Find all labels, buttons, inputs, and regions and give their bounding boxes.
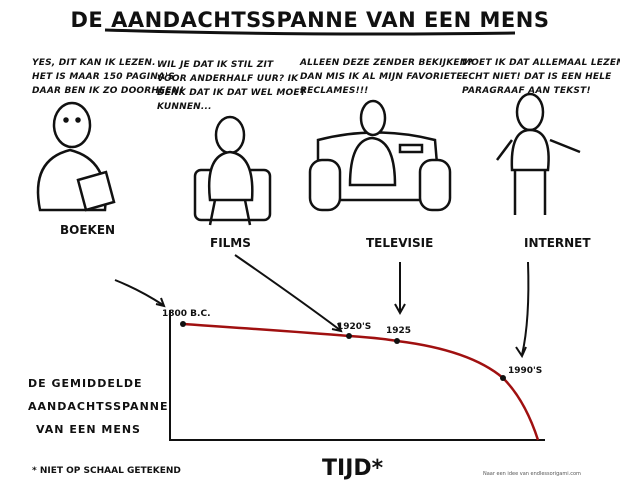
x-axis-label: TIJD* — [322, 456, 384, 481]
speech-televisie: ALLEEN DEZE ZENDER BEKIJKEN?DAN MIS IK A… — [300, 58, 473, 96]
tv-watcher-figure-icon — [308, 99, 452, 212]
label-films: FILMS — [210, 236, 251, 250]
credit: Naar een idee van endlessorigami.com — [483, 471, 581, 477]
point-1920s — [346, 333, 352, 339]
title-underline — [104, 28, 516, 36]
arrows — [114, 254, 530, 359]
internet-user-figure-icon — [496, 92, 581, 215]
point-1925 — [394, 338, 400, 344]
speech-boeken: YES, DIT KAN IK LEZEN.HET IS MAAR 150 PA… — [32, 58, 184, 96]
chart-axes — [169, 310, 545, 441]
point-label-1925: 1925 — [386, 326, 412, 336]
arrow-boeken — [114, 279, 164, 306]
point-1800bc — [180, 321, 186, 327]
point-label-1990s: 1990'S — [508, 366, 543, 376]
arrow-internet — [521, 261, 530, 356]
label-boeken: BOEKEN — [60, 223, 116, 237]
point-1990s — [500, 375, 506, 381]
label-televisie: TELEVISIE — [366, 236, 434, 250]
attention-span-line — [182, 322, 540, 441]
reader-figure-icon — [36, 101, 116, 212]
arrow-films — [234, 254, 341, 331]
page-title: DE AANDACHTSSPANNE VAN EEN MENS — [70, 8, 550, 32]
footnote: * NIET OP SCHAAL GETEKEND — [32, 466, 181, 476]
label-internet: INTERNET — [524, 236, 591, 250]
moviegoer-figure-icon — [193, 115, 272, 226]
point-label-1920s: 1920'S — [337, 322, 372, 332]
speech-internet: MOET IK DAT ALLEMAAL LEZEN?ECHT NIET! DA… — [462, 58, 620, 96]
point-label-1800bc: 1800 B.C. — [162, 309, 211, 319]
